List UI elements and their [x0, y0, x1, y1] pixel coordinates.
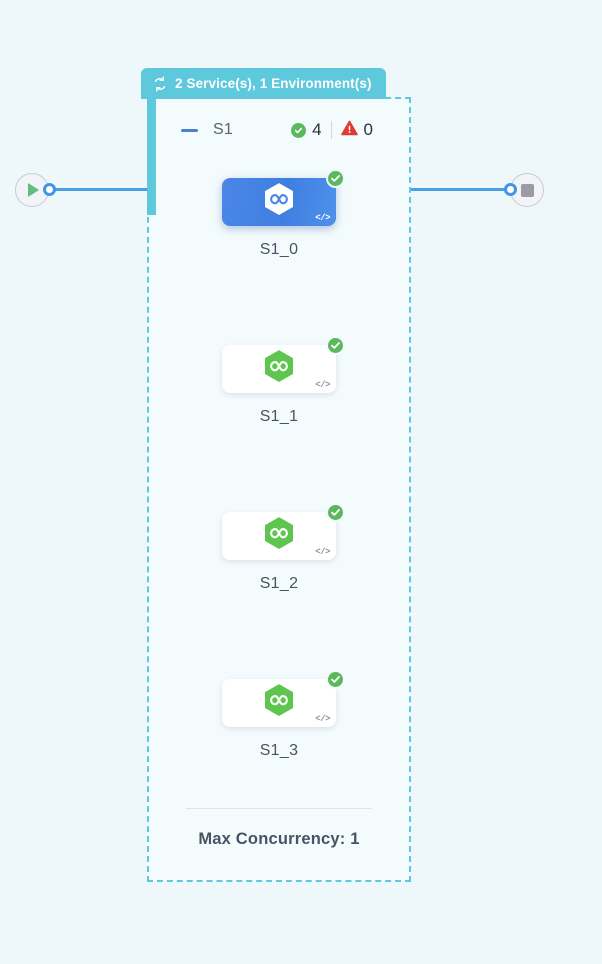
node-card[interactable]: </> — [222, 670, 345, 727]
service-node-s1-2[interactable]: </> S1_2 — [147, 503, 411, 593]
counter-divider — [330, 121, 332, 139]
hexagon-infinity-icon — [263, 182, 295, 222]
hexagon-infinity-icon — [263, 683, 295, 723]
node-card[interactable]: </> — [222, 336, 345, 393]
check-circle-icon — [326, 336, 345, 355]
service-node-s1-3[interactable]: </> S1_3 — [147, 670, 411, 760]
group-left-spine — [147, 97, 156, 215]
sync-loop-icon — [152, 76, 168, 92]
success-count: 4 — [312, 120, 322, 139]
code-icon[interactable]: </> — [315, 714, 330, 724]
check-circle-icon — [326, 503, 345, 522]
warning-triangle-icon — [340, 120, 358, 141]
code-icon[interactable]: </> — [315, 380, 330, 390]
node-card[interactable]: </> — [222, 503, 345, 560]
max-concurrency-label: Max Concurrency: 1 — [198, 830, 360, 848]
check-circle-icon — [291, 122, 307, 138]
footer-divider — [186, 808, 372, 809]
service-group-container[interactable] — [147, 97, 411, 882]
check-circle-icon — [326, 169, 345, 188]
node-label: S1_1 — [259, 408, 299, 425]
stop-square-icon — [520, 183, 534, 197]
service-node-s1-0[interactable]: </> S1_0 — [147, 169, 411, 259]
error-count: 0 — [363, 120, 373, 139]
code-icon[interactable]: </> — [315, 213, 330, 223]
node-label: S1_2 — [259, 575, 299, 592]
edge-start-to-group[interactable] — [47, 188, 147, 191]
node-label: S1_3 — [259, 742, 299, 759]
group-header-label: 2 Service(s), 1 Environment(s) — [175, 76, 372, 91]
end-node-input-port[interactable] — [504, 183, 517, 196]
service-name-label: S1 — [213, 121, 233, 138]
error-counter[interactable]: 0 — [340, 120, 373, 141]
check-circle-icon — [326, 670, 345, 689]
edge-group-to-end[interactable] — [410, 188, 515, 191]
node-label: S1_0 — [259, 241, 299, 258]
play-icon — [28, 183, 39, 197]
start-node-output-port[interactable] — [43, 183, 56, 196]
minus-icon[interactable] — [181, 128, 198, 132]
hexagon-infinity-icon — [263, 349, 295, 389]
node-card[interactable]: </> — [222, 169, 345, 226]
status-counters: 4 0 — [291, 120, 373, 141]
code-icon[interactable]: </> — [315, 547, 330, 557]
service-row[interactable]: S1 4 0 — [147, 112, 411, 148]
group-header-tab[interactable]: 2 Service(s), 1 Environment(s) — [141, 68, 386, 99]
service-node-s1-1[interactable]: </> S1_1 — [147, 336, 411, 426]
success-counter[interactable]: 4 — [291, 120, 322, 140]
group-footer: Max Concurrency: 1 — [147, 808, 411, 849]
hexagon-infinity-icon — [263, 516, 295, 556]
